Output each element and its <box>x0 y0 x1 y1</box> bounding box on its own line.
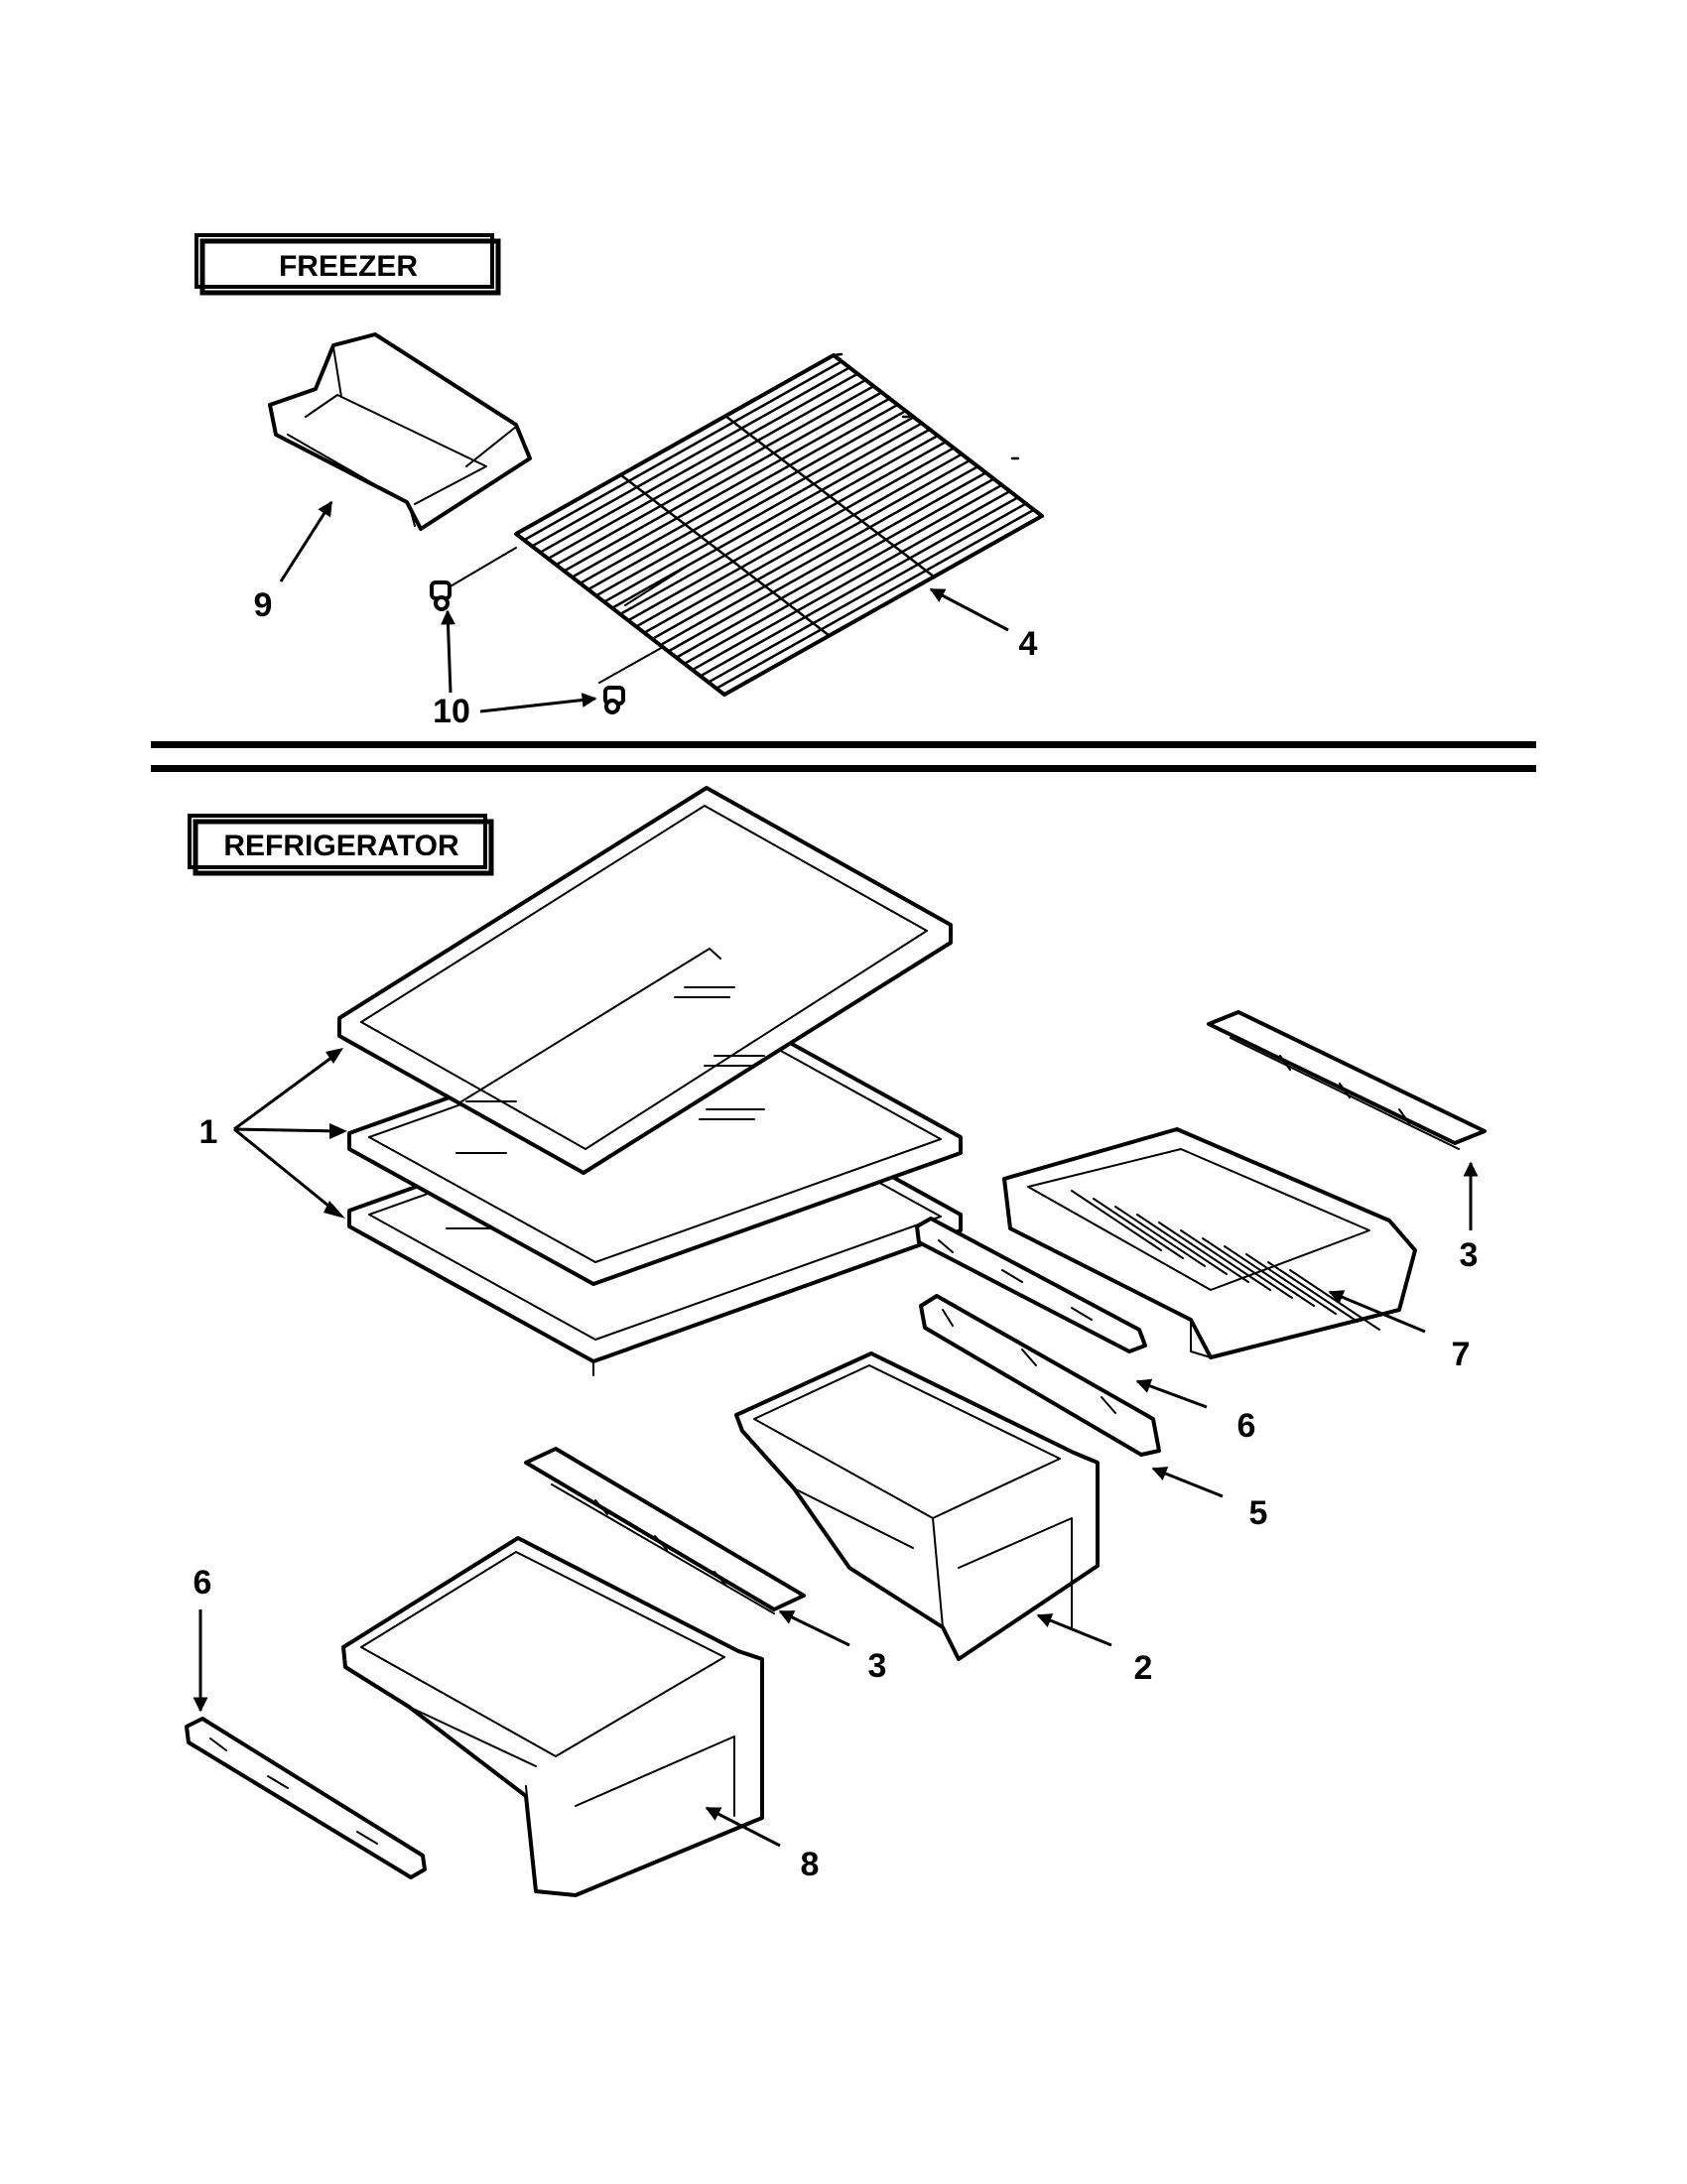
section-divider <box>151 741 1536 772</box>
callout-8: 8 <box>801 1846 820 1883</box>
leader-1-head-c <box>324 1201 345 1219</box>
leader-6-right <box>1135 1378 1208 1409</box>
drawer-cover-part-3-upper <box>1207 1010 1487 1150</box>
shelf-wire <box>714 508 1036 691</box>
refrigerator-label: REFRIGERATOR <box>223 830 459 862</box>
callout-5: 5 <box>1249 1494 1268 1532</box>
drawer-rib <box>1202 1237 1293 1299</box>
leader-3-lower <box>778 1609 850 1647</box>
shelf-wire <box>538 372 859 554</box>
drawer-rib <box>1267 1261 1359 1323</box>
drawer-rib <box>1093 1198 1184 1259</box>
shelf-wire <box>642 452 964 634</box>
callout-1: 1 <box>199 1113 218 1151</box>
freezer-section: FREEZER <box>195 233 1044 730</box>
shelf-wire <box>683 483 1003 666</box>
callout-3-lower: 3 <box>868 1647 887 1685</box>
leader-1-head-b <box>329 1123 347 1139</box>
callout-9: 9 <box>254 586 273 624</box>
freezer-bin-part-9 <box>268 332 532 531</box>
shelf-wire <box>530 366 851 548</box>
leader-8 <box>705 1806 781 1848</box>
callout-3-upper: 3 <box>1460 1236 1479 1274</box>
shelf-crossbar <box>723 414 936 578</box>
shelf-wire <box>659 464 979 647</box>
callout-6-right: 6 <box>1237 1407 1256 1445</box>
leader-1-head-a <box>325 1048 343 1064</box>
shelf-wire <box>547 378 867 561</box>
shelf-wire <box>563 391 883 573</box>
shelf-wire <box>571 397 891 578</box>
shelf-wire <box>634 447 956 628</box>
shelf-stud-part-10-lower <box>603 686 625 714</box>
shelf-wire <box>707 502 1028 684</box>
drawer-slide-part-6-left <box>185 1717 427 1879</box>
shelf-wire <box>699 496 1020 678</box>
deli-drawer-part-7 <box>1002 1127 1417 1359</box>
shelf-wire <box>691 489 1011 672</box>
shelf-stud-part-10-upper <box>430 580 452 611</box>
drawer-rib <box>1224 1245 1315 1307</box>
callout-7: 7 <box>1452 1336 1471 1373</box>
leader-7 <box>1328 1290 1426 1334</box>
shelf-wire <box>626 440 948 622</box>
freezer-label: FREEZER <box>279 250 418 283</box>
refrigerator-label-box: REFRIGERATOR <box>188 814 494 876</box>
leader-9 <box>279 500 333 582</box>
leader-4 <box>929 587 1009 632</box>
crisper-drawer-part-8 <box>341 1536 764 1897</box>
drawer-rib <box>1158 1221 1249 1283</box>
shelf-wire <box>555 384 875 567</box>
callout-4: 4 <box>1019 625 1038 663</box>
callout-2: 2 <box>1134 1649 1153 1687</box>
drawer-rib <box>1114 1206 1206 1267</box>
drawer-cover-part-3-lower <box>524 1447 806 1614</box>
callout-6-left: 6 <box>194 1564 212 1602</box>
drawer-rib <box>1245 1253 1337 1315</box>
shelf-wire <box>594 416 916 597</box>
drawer-rib <box>1136 1214 1228 1275</box>
drawer-rib <box>1180 1229 1271 1291</box>
leader-10-right <box>479 693 597 713</box>
shelf-wire <box>618 434 940 616</box>
drawer-slide-part-5 <box>919 1294 1161 1457</box>
shelf-wire <box>522 359 844 542</box>
shelf-wire <box>610 428 932 610</box>
shelf-wire <box>675 477 995 659</box>
glass-shelf-part-1-top <box>337 786 953 1175</box>
shelf-wire <box>667 471 987 653</box>
shelf-wire <box>579 403 899 585</box>
shelf-crossbar <box>619 473 831 637</box>
drawer-rib <box>1071 1190 1162 1251</box>
shelf-wire <box>651 458 972 641</box>
leader-10-up <box>440 609 455 694</box>
shelf-wire <box>602 422 924 603</box>
freezer-label-box: FREEZER <box>195 233 501 296</box>
leader-5 <box>1151 1467 1224 1498</box>
drawer-slide-part-6-right <box>915 1217 1147 1353</box>
leader-2 <box>1036 1613 1112 1647</box>
leader-1 <box>233 1050 342 1217</box>
refrigerator-section: REFRIGERATOR <box>185 786 1487 1897</box>
freezer-wire-shelf-part-4 <box>448 352 1044 697</box>
crisper-drawer-part-2 <box>734 1351 1100 1661</box>
shelf-wire <box>586 409 907 591</box>
callout-10: 10 <box>433 693 470 730</box>
